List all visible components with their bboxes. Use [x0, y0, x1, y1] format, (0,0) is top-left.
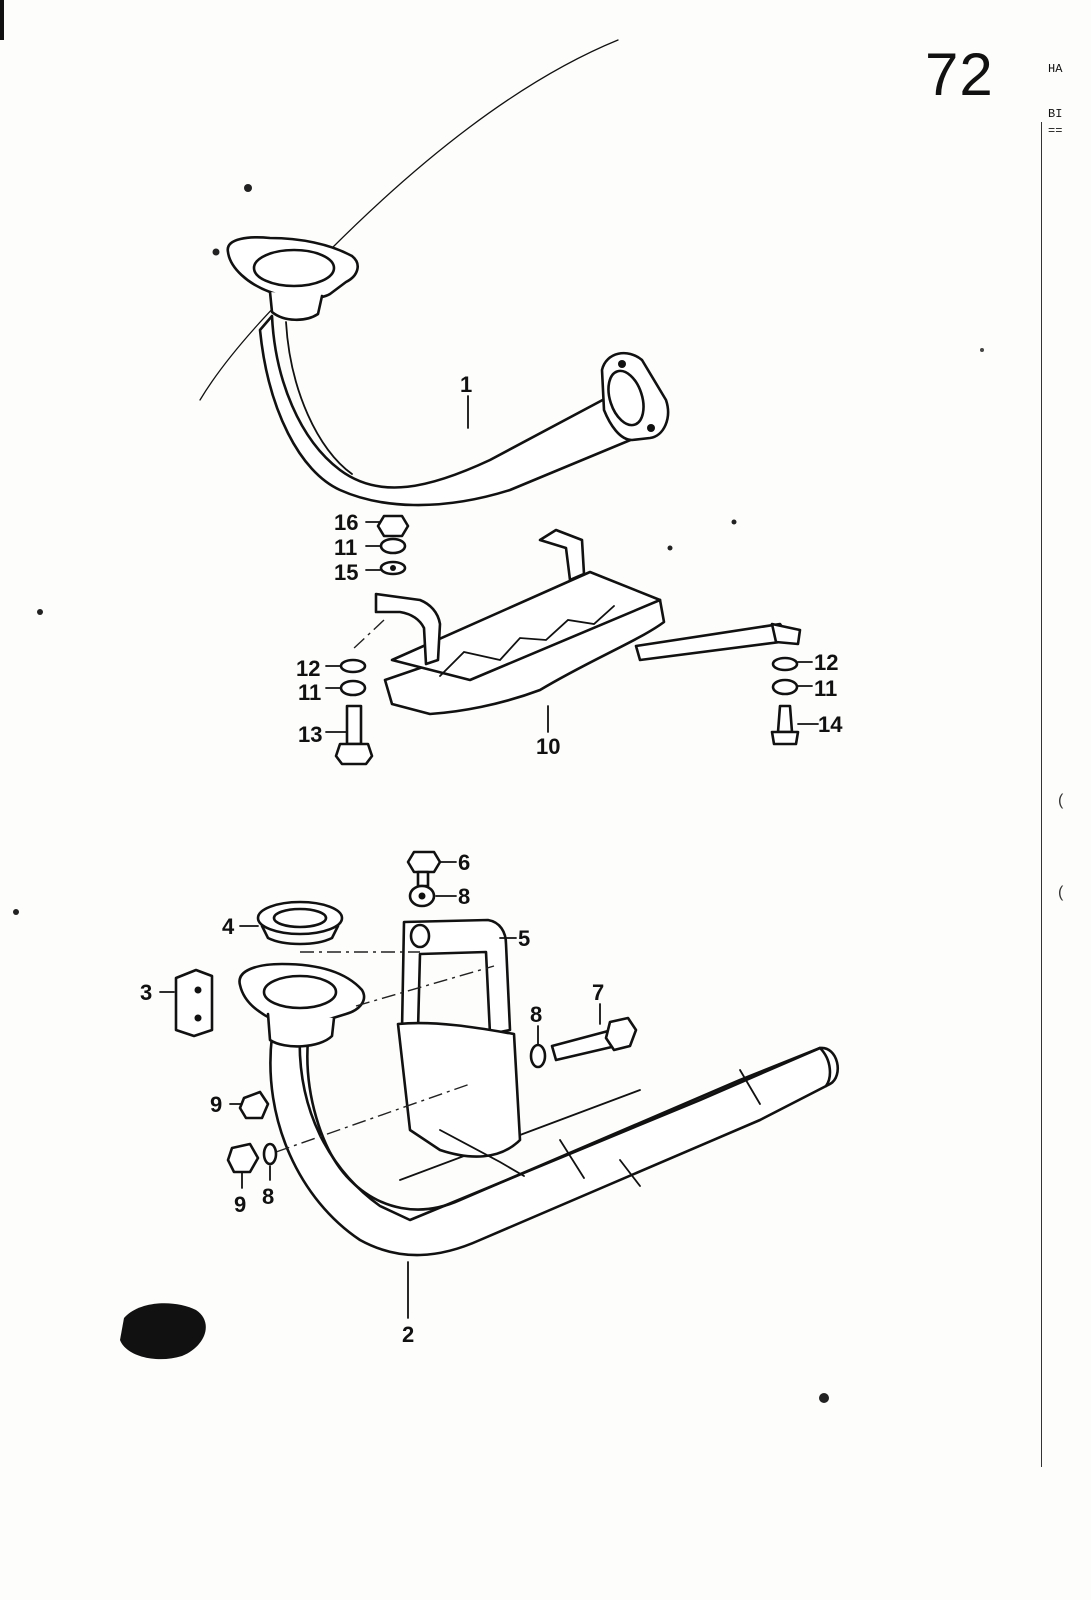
align-line-3 [275, 1083, 471, 1153]
callout-11-right: 11 [814, 676, 837, 701]
right-column-rule [1041, 122, 1042, 1467]
dual-pipe-part-2 [238, 918, 839, 1319]
callout-16: 16 [334, 510, 358, 535]
callout-10: 10 [536, 734, 560, 759]
nut-9-lower [226, 1142, 260, 1174]
callout-8-low: 8 [262, 1184, 274, 1209]
flange-neck [268, 290, 324, 322]
lock-washer-11-left [339, 679, 367, 697]
callout-8-top: 8 [458, 884, 470, 909]
callout-13: 13 [298, 722, 322, 747]
header-line-3: == [1048, 124, 1063, 138]
callout-6: 6 [458, 850, 470, 875]
callout-1: 1 [460, 372, 472, 397]
lock-washer-11-right [771, 678, 799, 696]
lock-washer-11-top [379, 537, 407, 555]
bolt-7-and-washer [529, 1016, 638, 1069]
callout-5: 5 [518, 926, 530, 951]
shield-ribs [439, 605, 615, 677]
bolt-13-shank [345, 704, 363, 746]
washer-8-mid [529, 1043, 547, 1069]
clamp-body [174, 968, 214, 1038]
scan-edge-mark [0, 0, 4, 40]
bolt-6-and-washer [406, 850, 442, 908]
shield-top-face [390, 570, 662, 682]
callout-leaders [159, 521, 819, 1189]
front-pipe-part-1 [199, 39, 670, 507]
hardware-left-stack [334, 514, 410, 766]
header-line-1: HA [1048, 62, 1063, 76]
align-line-2 [355, 965, 495, 1007]
bracket-top [538, 528, 586, 582]
bolt-6-head [406, 850, 442, 874]
header-line-2: BI [1048, 107, 1063, 121]
callout-8-mid: 8 [530, 1002, 542, 1027]
callout-15: 15 [334, 560, 358, 585]
washer-12-right [771, 656, 799, 672]
callout-4: 4 [222, 914, 235, 939]
callout-9-upper: 9 [210, 1092, 222, 1117]
margin-mark-1: ( [1058, 792, 1064, 809]
gasket-inner [272, 907, 328, 929]
assembly-line [351, 619, 385, 651]
bolt-13-head [334, 742, 374, 766]
pipe-outer [269, 1034, 839, 1257]
nut-9-upper [238, 1090, 270, 1120]
callout-12-right: 12 [814, 650, 838, 675]
cable-line [199, 39, 619, 401]
callout-3: 3 [140, 980, 152, 1005]
heat-shield-part-10 [351, 528, 802, 733]
nuts-9-and-washer [226, 1090, 278, 1174]
callout-11-left: 11 [298, 680, 321, 705]
bolt-6-shank [416, 870, 430, 888]
bracket-left [374, 592, 442, 666]
washer-8-low [262, 1142, 278, 1166]
dual-flange-neck [266, 1012, 336, 1048]
screw-14-shank [776, 704, 794, 734]
scan-artifacts [13, 184, 984, 1403]
callout-12-left: 12 [296, 656, 320, 681]
callout-2: 2 [402, 1322, 414, 1347]
dual-flange-bore [262, 974, 338, 1010]
hardware-right-stack [770, 656, 800, 746]
bracket-hole [409, 923, 431, 949]
callout-9-lower: 9 [234, 1192, 246, 1217]
screw-14-head [770, 730, 800, 746]
flange-bore [252, 248, 336, 288]
margin-mark-2: ( [1058, 884, 1064, 901]
callout-11-top: 11 [334, 535, 357, 560]
washer-12-left [339, 658, 367, 674]
bent-pipe-body [258, 314, 642, 507]
page-number: 72 [925, 41, 994, 108]
arm-tab [770, 622, 802, 646]
pipe-contour [285, 321, 353, 475]
nut-16 [376, 514, 410, 538]
bolt-7-head [604, 1016, 638, 1052]
callout-14: 14 [818, 712, 843, 737]
ink-blot [120, 1303, 206, 1360]
callout-labels: 1 16 11 15 12 11 13 10 12 11 14 6 8 4 5 … [140, 372, 843, 1347]
pipe-inner-branch [298, 1028, 832, 1222]
guard-lip [439, 1129, 525, 1177]
gasket-ring-part-4 [256, 900, 344, 946]
callout-7: 7 [592, 980, 604, 1005]
heat-guard [396, 1021, 522, 1158]
clamp-part-3 [174, 968, 214, 1038]
lower-flange-bore [607, 369, 645, 427]
bracket-part-5 [400, 918, 512, 1036]
